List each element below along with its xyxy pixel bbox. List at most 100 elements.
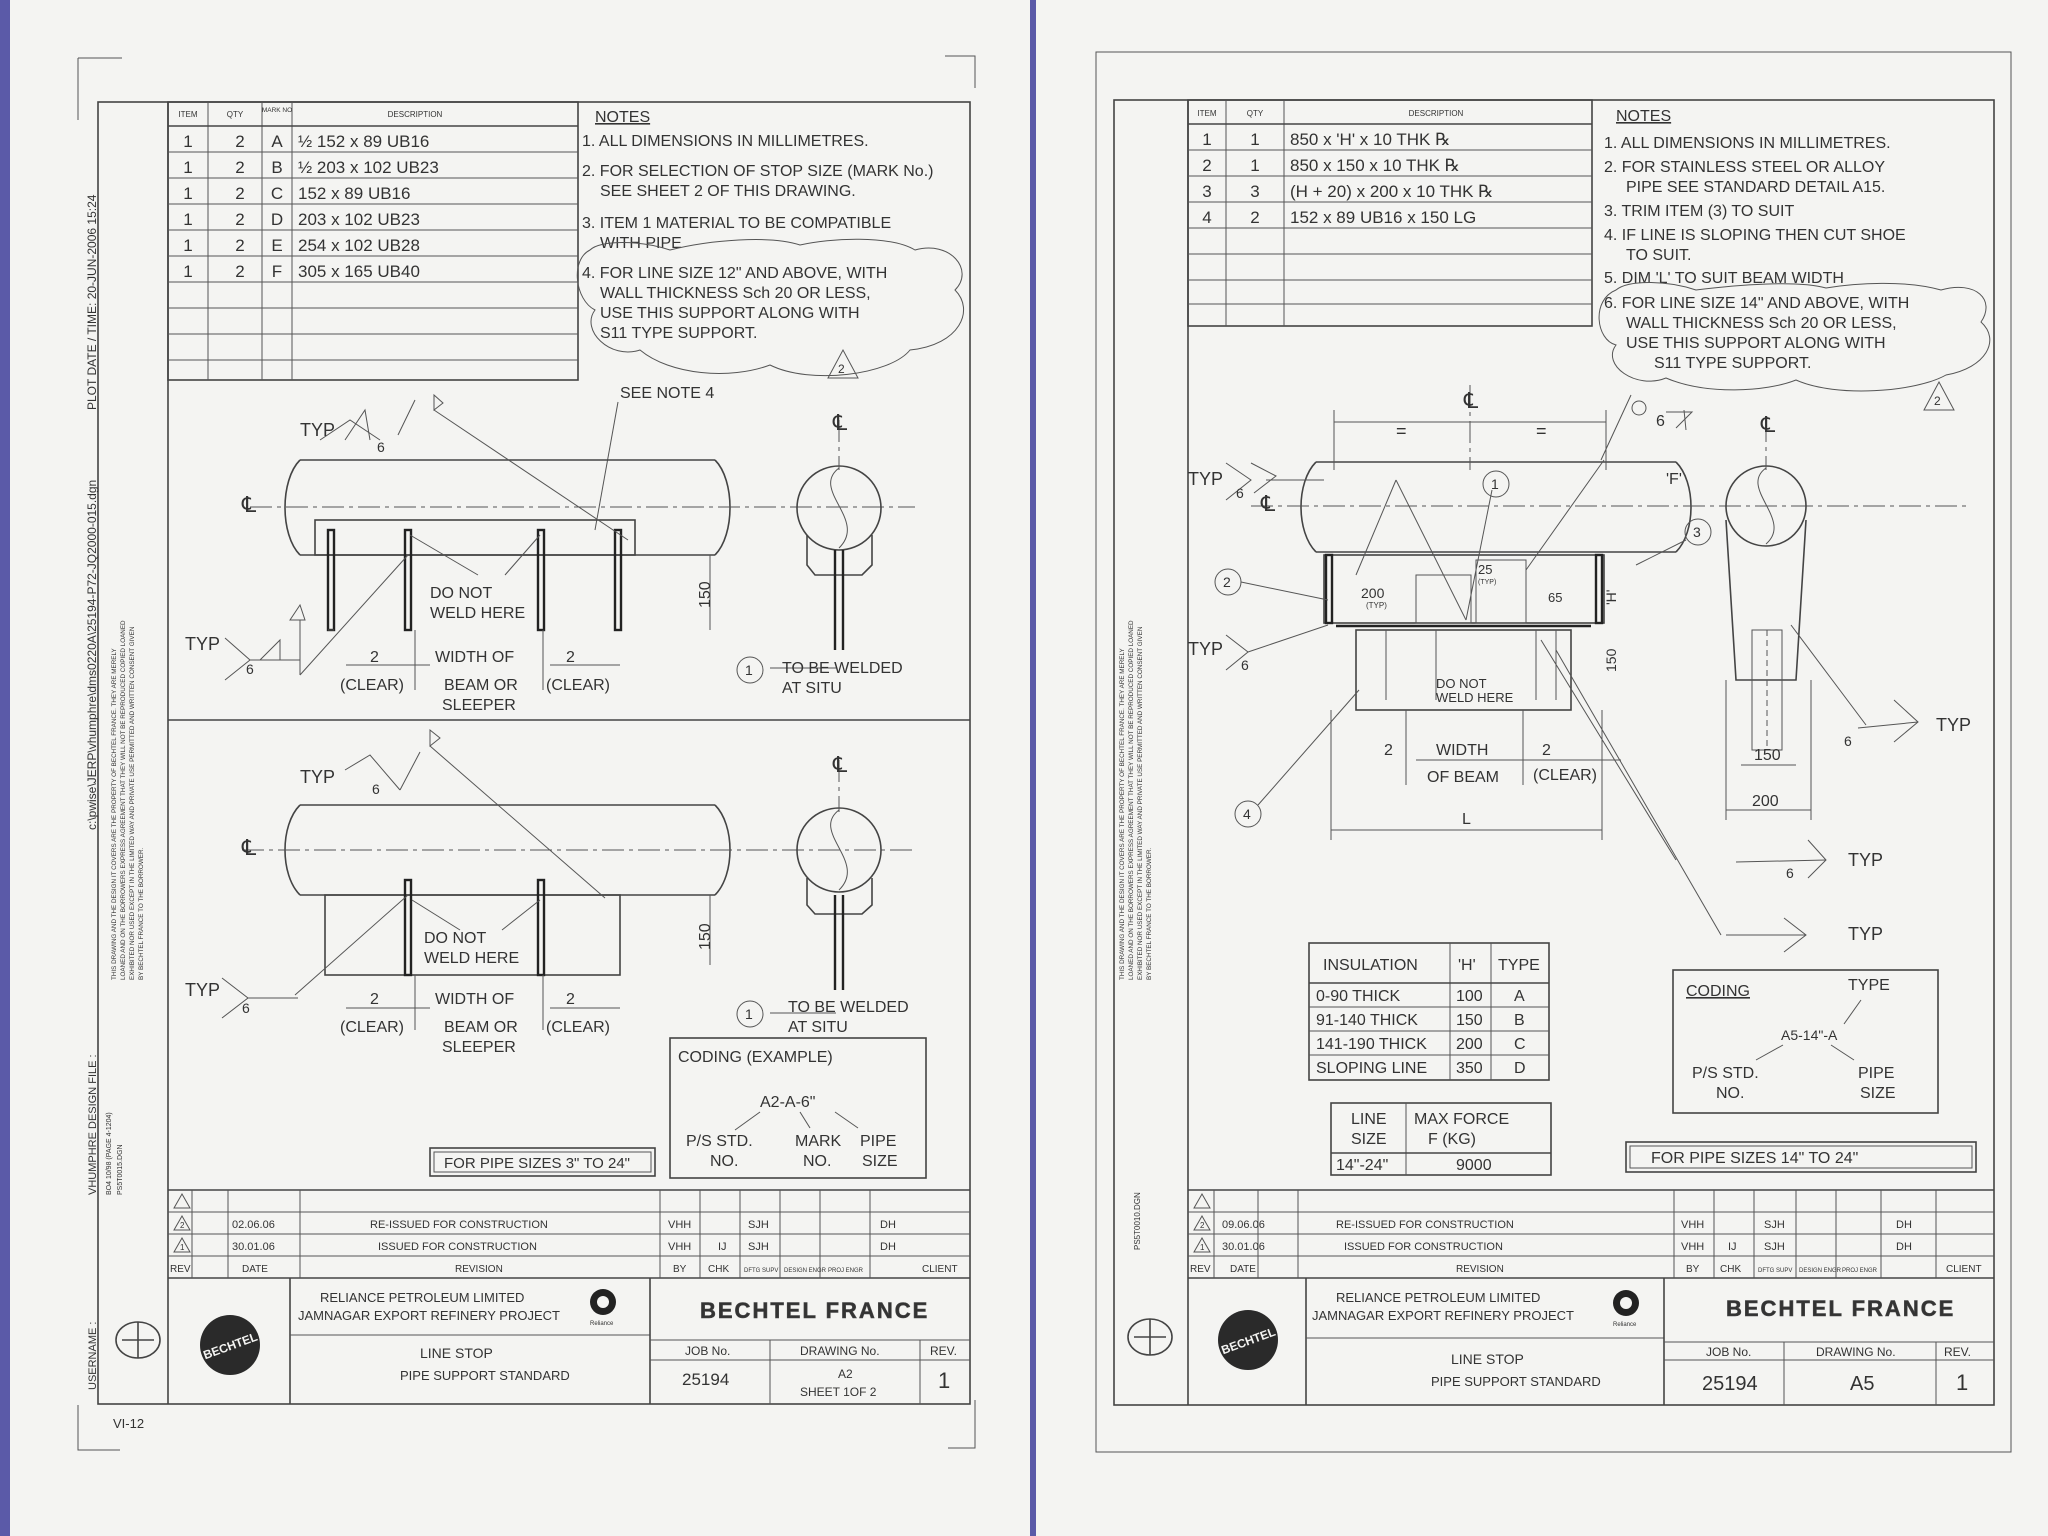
svg-text:℄: ℄ bbox=[1760, 412, 1776, 437]
line-stop-shoe-detail: ℄ ℄ = = 200 (TYP) 25 (TYP) 65 'H' 150 bbox=[1188, 385, 1971, 953]
svg-text:850 x 150 x 10 THK ℞: 850 x 150 x 10 THK ℞ bbox=[1290, 156, 1460, 175]
svg-text:VHH: VHH bbox=[1681, 1219, 1704, 1231]
svg-text:2: 2 bbox=[1250, 208, 1259, 227]
svg-text:NOTES: NOTES bbox=[595, 109, 650, 126]
svg-text:TYP: TYP bbox=[1188, 469, 1223, 489]
svg-text:(CLEAR): (CLEAR) bbox=[1533, 767, 1597, 784]
svg-text:2: 2 bbox=[180, 1221, 185, 1230]
svg-text:DESIGN ENGR: DESIGN ENGR bbox=[1799, 1268, 1842, 1274]
svg-text:F: F bbox=[272, 262, 282, 281]
svg-text:1: 1 bbox=[1250, 130, 1259, 149]
svg-text:DESCRIPTION: DESCRIPTION bbox=[1409, 109, 1464, 118]
svg-text:AT SITU: AT SITU bbox=[782, 680, 842, 697]
svg-text:TYPE: TYPE bbox=[1848, 977, 1890, 994]
svg-text:PIPE SUPPORT STANDARD: PIPE SUPPORT STANDARD bbox=[1431, 1374, 1601, 1389]
svg-text:1: 1 bbox=[183, 184, 192, 203]
svg-text:REVISION: REVISION bbox=[1456, 1264, 1504, 1275]
notes-block-right: NOTES 1. ALL DIMENSIONS IN MILLIMETRES. … bbox=[1598, 108, 1991, 411]
svg-text:EXHIBITED NOR USED EXCEPT IN T: EXHIBITED NOR USED EXCEPT IN THE LIMITED… bbox=[1137, 626, 1144, 980]
svg-text:TO SUIT.: TO SUIT. bbox=[1626, 247, 1692, 264]
svg-text:VHH: VHH bbox=[668, 1241, 691, 1253]
svg-text:2: 2 bbox=[566, 991, 575, 1008]
svg-text:JOB No.: JOB No. bbox=[685, 1344, 730, 1358]
svg-text:SLOPING LINE: SLOPING LINE bbox=[1316, 1060, 1427, 1077]
svg-text:1: 1 bbox=[745, 662, 753, 678]
svg-text:2: 2 bbox=[235, 210, 244, 229]
drawing-number-right: A5 bbox=[1850, 1373, 1874, 1395]
svg-text:ITEM: ITEM bbox=[178, 110, 197, 119]
svg-text:DH: DH bbox=[880, 1241, 896, 1253]
svg-text:PROJ ENGR: PROJ ENGR bbox=[1842, 1268, 1878, 1274]
bill-of-materials-table: ITEM QTY MARK NO DESCRIPTION 1 2 A ½ 152… bbox=[167, 101, 579, 381]
svg-text:TYP: TYP bbox=[300, 420, 335, 440]
drawing-a5-svg: THIS DRAWING AND THE DESIGN IT COVERS AR… bbox=[1095, 51, 2012, 1453]
svg-text:4: 4 bbox=[1202, 208, 1211, 227]
svg-text:TO BE WELDED: TO BE WELDED bbox=[788, 999, 909, 1016]
svg-text:6: 6 bbox=[1786, 865, 1794, 881]
line-stop-detail-lower: ℄ TYP 6 TYP 6 DO NOT WELD HERE 2 2 (CLEA… bbox=[185, 728, 915, 1056]
svg-text:6: 6 bbox=[246, 661, 254, 677]
svg-text:2: 2 bbox=[1200, 1221, 1205, 1230]
svg-text:2: 2 bbox=[370, 991, 379, 1008]
svg-text:150: 150 bbox=[1754, 747, 1781, 764]
svg-text:3. ITEM 1 MATERIAL TO BE COMPA: 3. ITEM 1 MATERIAL TO BE COMPATIBLE bbox=[582, 215, 891, 232]
svg-text:SIZE: SIZE bbox=[1860, 1085, 1896, 1102]
max-force-table: LINE SIZE MAX FORCE F (KG) 14"-24" 9000 bbox=[1330, 1102, 1552, 1176]
drawing-a2-svg: c:\pwise\JERP\vhumphre\dms0220A\25194-P7… bbox=[77, 55, 976, 1451]
drawing-sheet-a2: c:\pwise\JERP\vhumphre\dms0220A\25194-P7… bbox=[10, 0, 1030, 1536]
svg-text:REVISION: REVISION bbox=[455, 1264, 503, 1275]
svg-text:DO NOT: DO NOT bbox=[424, 930, 486, 947]
svg-text:DFTG SUPV: DFTG SUPV bbox=[1758, 1268, 1792, 1274]
svg-text:TYP: TYP bbox=[1188, 639, 1223, 659]
drawing-number: A2 bbox=[838, 1367, 853, 1381]
svg-text:LOANED AND ON THE BORROWERS EX: LOANED AND ON THE BORROWERS EXPRESS AGRE… bbox=[1128, 620, 1135, 980]
svg-text:TYP: TYP bbox=[1848, 850, 1883, 870]
svg-text:150: 150 bbox=[1603, 648, 1619, 672]
svg-text:MAX FORCE: MAX FORCE bbox=[1414, 1111, 1509, 1128]
svg-text:SLEEPER: SLEEPER bbox=[442, 697, 516, 714]
revision-block-right: 2 1 09.06.06 RE-ISSUED FOR CONSTRUCTION … bbox=[1188, 1189, 1994, 1279]
svg-text:141-190 THICK: 141-190 THICK bbox=[1316, 1036, 1427, 1053]
svg-text:CLIENT: CLIENT bbox=[1946, 1264, 1982, 1275]
svg-text:ISSUED FOR CONSTRUCTION: ISSUED FOR CONSTRUCTION bbox=[1344, 1241, 1503, 1253]
svg-text:VHH: VHH bbox=[1681, 1241, 1704, 1253]
svg-text:6: 6 bbox=[1236, 485, 1244, 501]
svg-text:(TYP): (TYP) bbox=[1366, 601, 1387, 610]
svg-text:30.01.06: 30.01.06 bbox=[232, 1241, 275, 1253]
svg-text:USE THIS SUPPORT ALONG WITH: USE THIS SUPPORT ALONG WITH bbox=[1626, 335, 1886, 352]
line-stop-detail-upper: ℄ TYP 6 TYP 6 DO NOT WELD HERE 2 bbox=[185, 393, 915, 714]
vertical-design-file: VHUMPHRE DESIGN FILE : bbox=[87, 1054, 99, 1195]
svg-text:6: 6 bbox=[242, 1000, 250, 1016]
svg-text:C: C bbox=[1514, 1036, 1526, 1053]
insulation-table: INSULATION 'H' TYPE 0-90 THICK 100 A 91-… bbox=[1308, 942, 1550, 1081]
svg-text:TO BE WELDED: TO BE WELDED bbox=[782, 660, 903, 677]
svg-text:02.06.06: 02.06.06 bbox=[232, 1219, 275, 1231]
svg-text:ISSUED FOR CONSTRUCTION: ISSUED FOR CONSTRUCTION bbox=[378, 1241, 537, 1253]
job-number-right: 25194 bbox=[1702, 1373, 1758, 1395]
svg-text:RE-ISSUED FOR CONSTRUCTION: RE-ISSUED FOR CONSTRUCTION bbox=[1336, 1219, 1514, 1231]
svg-text:RELIANCE PETROLEUM LIMITED: RELIANCE PETROLEUM LIMITED bbox=[1336, 1290, 1540, 1305]
svg-text:CODING (EXAMPLE): CODING (EXAMPLE) bbox=[678, 1049, 833, 1066]
vertical-form-ref: BO4 10/98 (PAGE 4-1204) bbox=[106, 1112, 113, 1195]
svg-text:℄: ℄ bbox=[832, 410, 848, 435]
svg-text:DH: DH bbox=[880, 1219, 896, 1231]
bechtel-logo-icon-right bbox=[1218, 1310, 1278, 1370]
svg-text:A2-A-6": A2-A-6" bbox=[760, 1094, 815, 1111]
svg-text:SJH: SJH bbox=[748, 1241, 769, 1253]
svg-text:91-140 THICK: 91-140 THICK bbox=[1316, 1012, 1418, 1029]
svg-text:D: D bbox=[1514, 1060, 1526, 1077]
svg-text:C: C bbox=[271, 184, 283, 203]
svg-text:THIS DRAWING AND THE DESIGN IT: THIS DRAWING AND THE DESIGN IT COVERS AR… bbox=[111, 647, 118, 980]
svg-text:A: A bbox=[1514, 988, 1525, 1005]
svg-text:E: E bbox=[271, 236, 282, 255]
svg-text:WIDTH: WIDTH bbox=[1436, 742, 1488, 759]
svg-text:TYP: TYP bbox=[1848, 924, 1883, 944]
svg-text:4. FOR LINE SIZE 12" AND ABOVE: 4. FOR LINE SIZE 12" AND ABOVE, WITH bbox=[582, 265, 887, 282]
svg-text:1: 1 bbox=[183, 158, 192, 177]
svg-text:F (KG): F (KG) bbox=[1428, 1131, 1476, 1148]
svg-text:3. TRIM ITEM (3) TO SUIT: 3. TRIM ITEM (3) TO SUIT bbox=[1604, 203, 1794, 220]
svg-text:LINE STOP: LINE STOP bbox=[420, 1345, 493, 1361]
svg-text:(CLEAR): (CLEAR) bbox=[546, 677, 610, 694]
svg-text:DO NOT: DO NOT bbox=[1436, 676, 1487, 691]
svg-text:'H': 'H' bbox=[1458, 957, 1476, 974]
